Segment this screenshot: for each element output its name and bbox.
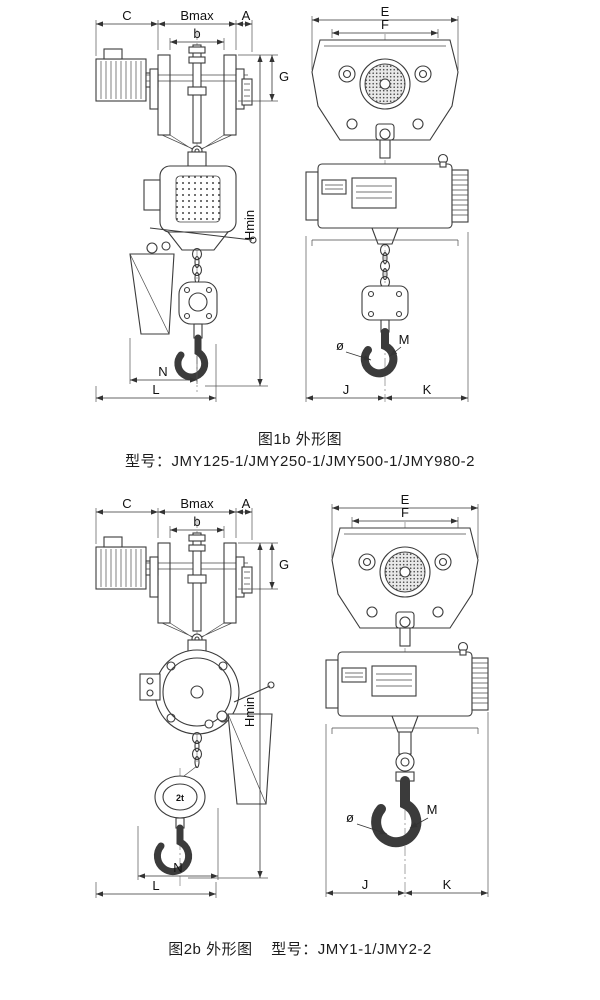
dim-label-g: G [279, 557, 289, 572]
dim-label-b: b [193, 26, 200, 41]
figure1-model-text: 型号：JMY125-1/JMY250-1/JMY500-1/JMY980-2 [125, 453, 475, 470]
dim-label-n: N [158, 364, 167, 379]
fig2-front-view: ø M E F J K [325, 492, 489, 898]
figure2-caption-line: 图2b 外形图 型号：JMY1-1/JMY2-2 [0, 938, 600, 959]
hook-fig2-front [371, 776, 422, 848]
dim-label-a: A [242, 496, 251, 511]
figure2-model-text: 型号：JMY1-1/JMY2-2 [271, 941, 432, 958]
dim-label-f: F [381, 17, 389, 32]
dim-label-dia: ø [346, 810, 354, 825]
dim-label-j: J [362, 877, 369, 892]
hook-fig1-side [174, 334, 209, 381]
dim-label-b: b [193, 514, 200, 529]
dim-label-e: E [401, 492, 410, 507]
dim-label-n: N [173, 860, 182, 875]
figure2-caption-text: 图2b 外形图 [168, 941, 253, 958]
dim-label-j: J [343, 382, 350, 397]
dim-label-g: G [279, 69, 289, 84]
dim-label-l: L [152, 382, 159, 397]
hook-fig1-front [360, 328, 398, 378]
dim-label-hmin: Hmin [242, 697, 257, 727]
dim-label-bmax: Bmax [180, 8, 214, 23]
dim-label-c: C [122, 8, 131, 23]
dim-label-m: M [427, 802, 438, 817]
dim-label-f: F [401, 505, 409, 520]
fig1-side-view: C Bmax A b G Hmin N L [95, 8, 289, 402]
dim-label-dia: ø [336, 338, 344, 353]
figure1-caption-text: 图1b 外形图 [257, 431, 343, 448]
hook-fig2-side [153, 824, 193, 876]
dim-label-e: E [381, 4, 390, 19]
dim-label-m: M [399, 332, 410, 347]
dim-label-hmin: Hmin [242, 210, 257, 240]
fig2-side-view: 2t C Bmax A b G Hmin N L [95, 496, 289, 898]
dim-label-a: A [242, 8, 251, 23]
dim-label-c: C [122, 496, 131, 511]
figure1-model-line: 型号：JMY125-1/JMY250-1/JMY500-1/JMY980-2 [0, 450, 600, 471]
dim-label-k: K [443, 877, 452, 892]
dim-label-k: K [423, 382, 432, 397]
dim-label-l: L [152, 878, 159, 893]
dim-label-bmax: Bmax [180, 496, 214, 511]
hook-capacity-label: 2t [176, 793, 184, 803]
fig1-front-view: ø M E F J K [305, 4, 469, 402]
figure1-caption: 图1b 外形图 [0, 428, 600, 449]
